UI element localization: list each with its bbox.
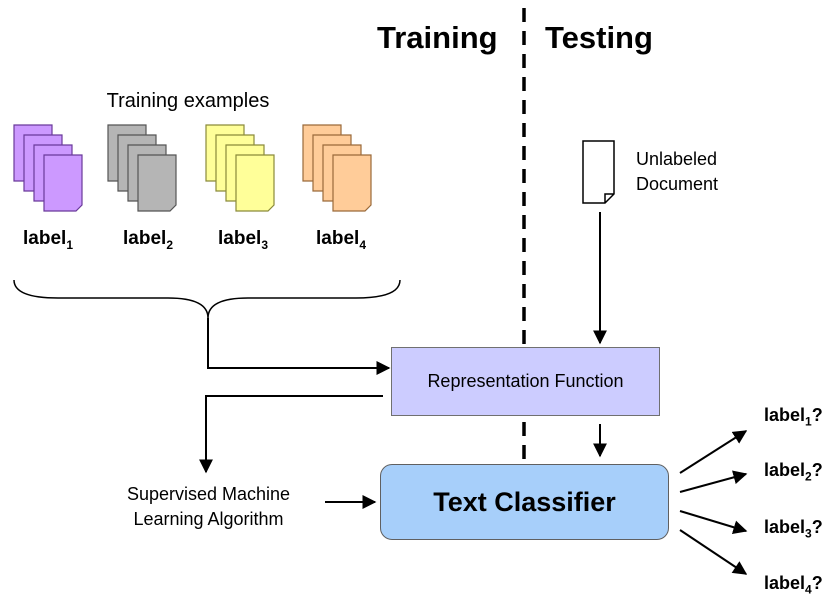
representation-function-label: Representation Function (427, 371, 624, 391)
unlabeled-document-icon (582, 140, 615, 204)
arrow-to-output-3 (679, 510, 748, 535)
training-header: Training (377, 20, 498, 55)
training-label-4: label4 (316, 228, 366, 252)
arrow-to-output-1 (679, 430, 748, 474)
arrow-to-output-4 (679, 529, 748, 575)
supervised-algorithm-line2: Learning Algorithm (133, 509, 284, 529)
supervised-algorithm-line1: Supervised Machine (126, 484, 291, 504)
training-examples-brace (13, 279, 401, 319)
text-classifier-box: Text Classifier (380, 464, 669, 540)
output-label-1: label1? (764, 405, 823, 429)
unlabeled-document-line2: Document (636, 174, 719, 194)
representation-function-box: Representation Function (391, 347, 660, 416)
output-label-2: label2? (764, 460, 823, 484)
document-stack-3 (205, 124, 275, 212)
supervised-algorithm-label: Supervised Machine Learning Algorithm (96, 482, 321, 532)
unlabeled-document-line1: Unlabeled (636, 149, 718, 169)
document-page-icon (332, 154, 372, 212)
training-examples-title: Training examples (106, 90, 270, 112)
document-page-icon (43, 154, 83, 212)
output-label-3: label3? (764, 517, 823, 541)
arrow-representation-to-algorithm (199, 395, 383, 474)
document-stack-2 (107, 124, 177, 212)
document-stack-4 (302, 124, 372, 212)
document-stack-1 (13, 124, 83, 212)
arrow-to-output-2 (679, 470, 748, 493)
training-label-1: label1 (23, 228, 73, 252)
testing-header: Testing (545, 20, 653, 55)
output-label-4: label4? (764, 573, 823, 597)
document-page-icon (235, 154, 275, 212)
unlabeled-document-label: Unlabeled Document (636, 147, 718, 197)
text-classifier-label: Text Classifier (433, 486, 616, 517)
arrow-examples-to-representation (207, 318, 391, 375)
training-label-3: label3 (218, 228, 268, 252)
training-document-stacks (13, 124, 372, 212)
training-label-2: label2 (123, 228, 173, 252)
document-page-icon (137, 154, 177, 212)
